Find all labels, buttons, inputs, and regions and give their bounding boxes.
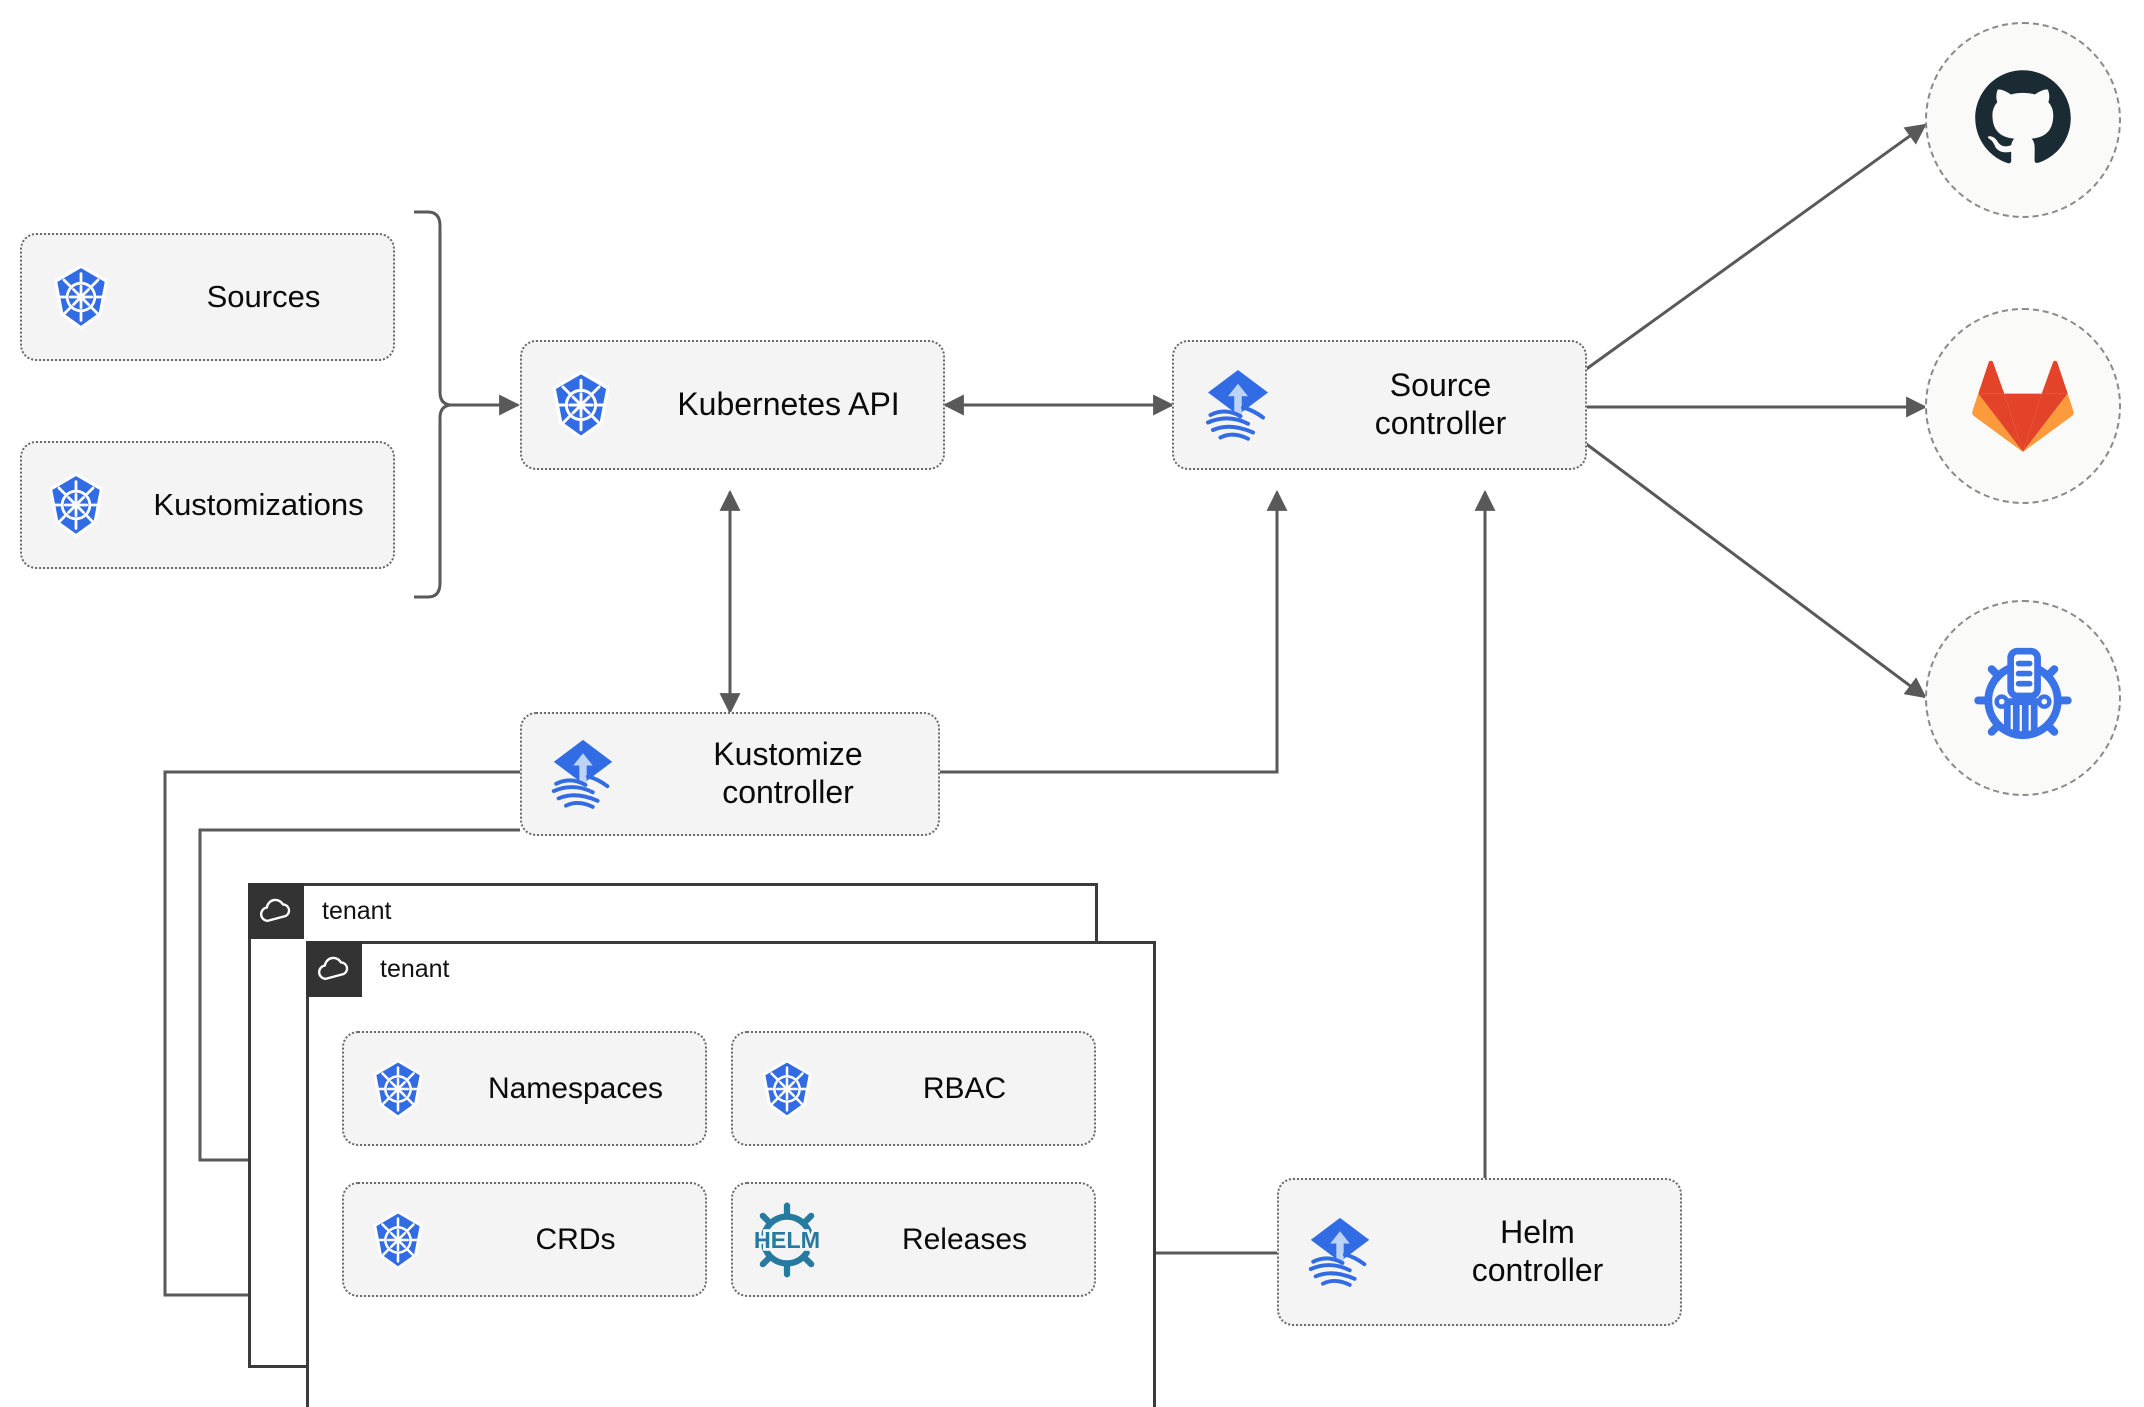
kubernetes-icon [22,471,130,539]
cloud-icon [306,941,362,997]
node-namespaces[interactable]: Namespaces [342,1031,707,1146]
cloud-icon [248,883,304,939]
kubernetes-icon [22,263,140,331]
gitlab-icon [1971,352,2075,461]
node-namespaces-label: Namespaces [487,1071,664,1105]
node-kustomize-controller[interactable]: Kustomize controller [520,712,940,836]
node-sources-label: Sources [206,278,321,314]
flux-icon [522,735,644,813]
tenant-inner[interactable]: tenant [306,941,1156,1407]
tenant-inner-label: tenant [380,954,450,983]
edge-sourcecontroller-helmrepo [1584,441,1927,699]
node-kustomizations[interactable]: Kustomizations [20,441,395,569]
tenant-outer-label: tenant [322,896,392,925]
provider-helm-repository[interactable] [1925,600,2121,796]
tenant-inner-header: tenant [306,941,450,997]
provider-github[interactable] [1925,22,2121,218]
svg-text:HELM: HELM [754,1226,820,1252]
github-icon [1971,66,2075,175]
helm-repository-icon [1967,640,2079,757]
node-releases-label: Releases [901,1222,1028,1256]
node-source-controller[interactable]: Source controller [1172,340,1587,470]
node-kubernetes-api[interactable]: Kubernetes API [520,340,945,470]
kubernetes-icon [733,1058,841,1120]
edge-kustomize-sourcecontroller [940,489,1288,774]
node-crds[interactable]: CRDs [342,1182,707,1297]
node-crds-label: CRDs [535,1222,616,1256]
node-source-controller-label: Source controller [1374,367,1507,441]
node-kubernetes-api-label: Kubernetes API [677,386,900,423]
brace-connector [414,210,453,599]
flux-icon [1279,1213,1401,1291]
node-rbac[interactable]: RBAC [731,1031,1096,1146]
node-sources[interactable]: Sources [20,233,395,361]
flux-icon [1174,365,1302,445]
kubernetes-icon [522,369,640,441]
node-rbac-label: RBAC [922,1071,1007,1105]
node-kustomize-controller-label: Kustomize controller [713,736,863,810]
edge-sourcecontroller-github [1584,123,1927,372]
node-helm-controller-label: Helm controller [1471,1214,1604,1288]
node-kustomizations-label: Kustomizations [153,486,364,522]
helm-icon: HELM [733,1201,841,1279]
provider-gitlab[interactable] [1925,308,2121,504]
node-releases[interactable]: HELM Releases [731,1182,1096,1297]
node-helm-controller[interactable]: Helm controller [1277,1178,1682,1326]
kubernetes-icon [344,1209,452,1271]
kubernetes-icon [344,1058,452,1120]
tenant-outer-header: tenant [248,883,392,939]
